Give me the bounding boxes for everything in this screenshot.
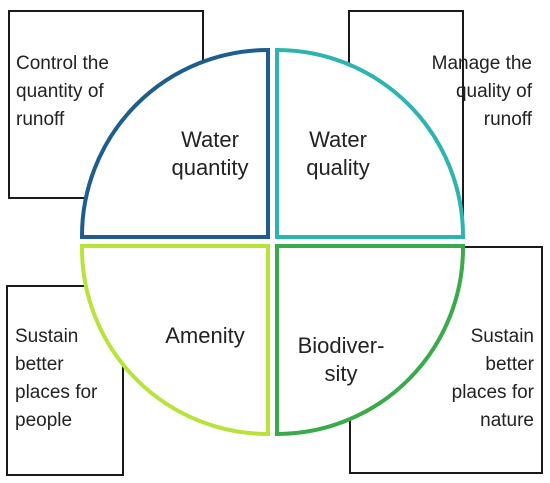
box-text-line: runoff [16, 109, 65, 130]
label-amenity: Amenity [150, 322, 260, 350]
box-text-line: better [485, 354, 534, 375]
label-line: Water [309, 127, 367, 152]
quadrant-water-quantity [79, 47, 270, 239]
box-text-bottom-left: Sustain better places for people [15, 323, 97, 435]
label-water-quantity: Water quantity [160, 126, 260, 182]
quadrant-amenity [79, 244, 270, 437]
label-line: Biodiver- [297, 333, 385, 358]
box-text-line: people [15, 410, 73, 431]
box-text-bottom-right: Sustain better places for nature [452, 323, 534, 435]
box-text-line: better [15, 354, 64, 375]
quadrant-water-quality [275, 47, 466, 239]
box-text-line: quality of [455, 81, 532, 102]
label-line: Amenity [165, 323, 245, 348]
box-text-line: Manage the [431, 53, 532, 74]
box-text-line: Control the [16, 53, 109, 74]
box-text-line: nature [480, 410, 534, 431]
quadrant-biodiversity [275, 244, 466, 437]
box-text-line: places for [451, 382, 534, 403]
box-text-line: places for [15, 382, 98, 403]
label-line: quantity [171, 155, 249, 180]
box-text-line: quantity of [16, 81, 104, 102]
box-text-line: Sustain [470, 326, 534, 347]
box-text-top-left: Control the quantity of runoff [16, 50, 109, 134]
box-text-line: Sustain [15, 326, 79, 347]
box-text-line: runoff [483, 109, 532, 130]
label-line: sity [324, 361, 358, 386]
label-biodiversity: Biodiver- sity [286, 332, 396, 388]
box-text-top-right: Manage the quality of runoff [432, 50, 532, 134]
label-water-quality: Water quality [293, 126, 383, 182]
label-line: quality [306, 155, 370, 180]
label-line: Water [181, 127, 239, 152]
